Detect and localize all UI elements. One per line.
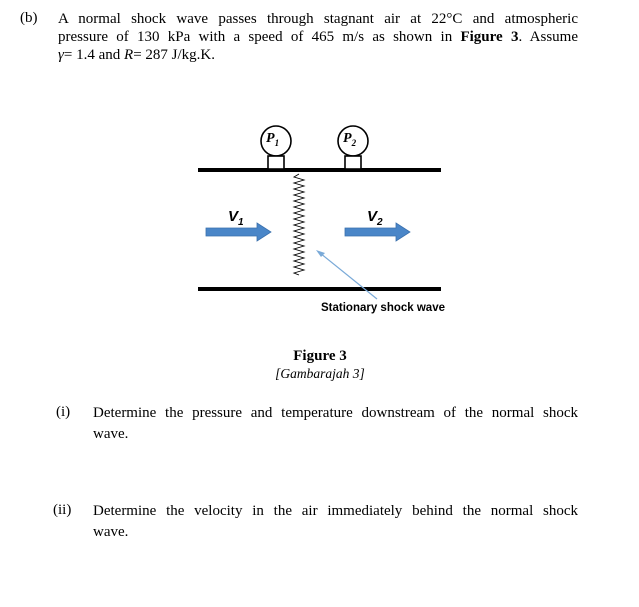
figure-reference: Figure 3 [460,29,519,45]
p1-label: P1 [266,131,280,148]
question-ii-line-2: wave. [93,524,129,540]
v1-label: V1 [228,208,244,228]
shock-wave-line [292,173,306,276]
shock-pointer-arrowhead [316,250,325,257]
question-ii-line-1: Determine the velocity in the air immedi… [93,503,578,519]
question-i-line-2: wave. [93,426,129,442]
shock-pointer-line [319,252,378,300]
part-b-line-2-pre: pressure of 130 kPa with a speed of 465 … [58,29,461,45]
part-b-label: (b) [20,10,38,26]
r-symbol: R [124,47,134,63]
part-b-line-2-post: . Assume [518,29,578,45]
stationary-shock-label: Stationary shock wave [321,302,445,314]
question-i-text: Determine the pressure and temperature d… [93,404,578,443]
gamma-symbol: γ [58,47,64,63]
p2-label: P2 [343,131,357,148]
part-b-line-1: A normal shock wave passes through stagn… [58,11,578,27]
part-b-line-3-post: = 287 J/kg.K. [133,47,216,63]
v2-label: V2 [367,208,383,228]
part-b-line-3: γ= 1.4 and R= 287 J/kg.K. [58,46,578,64]
part-b-statement: A normal shock wave passes through stagn… [58,10,578,64]
question-i-label: (i) [56,404,71,420]
pressure-gauge-1 [260,125,292,170]
part-b-line-3-mid: = 1.4 and [63,47,125,63]
figure-caption: Figure 3 [293,348,347,364]
pressure-gauge-2 [337,125,369,170]
part-b-line-2: pressure of 130 kPa with a speed of 465 … [58,28,578,46]
question-ii-text: Determine the velocity in the air immedi… [93,502,578,541]
v1-flow-arrow [205,222,272,242]
question-ii-label: (ii) [53,502,72,518]
figure-source: [Gambarajah 3] [275,366,365,381]
v2-flow-arrow [344,222,411,242]
question-i-line-1: Determine the pressure and temperature d… [93,405,578,421]
